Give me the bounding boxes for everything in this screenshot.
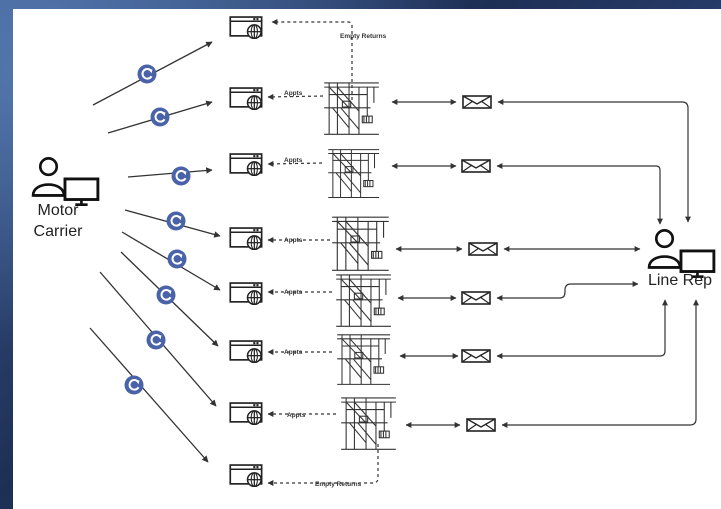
- terminal-crane-icons: [323, 82, 397, 450]
- motor-carrier-actor: Motor Carrier: [31, 156, 100, 240]
- cycle-badges: [124, 64, 191, 395]
- message-icons: [461, 95, 498, 432]
- portal-globe-icon: [229, 402, 263, 425]
- cycle-icon: [146, 330, 166, 350]
- empty-returns-top-label: Empty Returns: [340, 33, 387, 40]
- empty-returns-routes: [267, 19, 379, 486]
- envelope-icon: [461, 159, 491, 173]
- appts-label: Appts: [284, 237, 303, 244]
- appts-labels: Appts Appts Appts Appts Appts Appts: [284, 90, 306, 419]
- terminal-crane-icon: [336, 334, 391, 386]
- cycle-icon: [166, 211, 186, 231]
- portal-globe-icon: [229, 227, 263, 250]
- portal-globe-icon: [229, 340, 263, 363]
- motor-carrier-user-icon: [31, 156, 100, 206]
- envelope-icon: [466, 418, 496, 432]
- line-rep-label: Line Rep: [648, 272, 712, 289]
- envelope-icon: [461, 291, 491, 305]
- terminal-crane-icon: [335, 274, 392, 327]
- line-rep-actor: Line Rep: [647, 228, 716, 289]
- portal-globe-icon: [229, 153, 263, 176]
- carrier-arrows: [89, 41, 221, 463]
- appts-label: Appts: [287, 412, 306, 419]
- cycle-icon: [167, 249, 187, 269]
- portal-globe-icon: [229, 282, 263, 305]
- terminal-message-arrows: [391, 99, 463, 428]
- appts-label: Appts: [284, 289, 303, 296]
- appts-arrows: [267, 93, 336, 417]
- motor-carrier-label-line2: Carrier: [34, 223, 84, 240]
- portal-icons: [229, 16, 263, 487]
- cycle-icon: [171, 166, 191, 186]
- carrier-arrow-8: [89, 327, 209, 463]
- terminal-crane-icon: [331, 216, 390, 271]
- envelope-icon: [468, 242, 498, 256]
- terminal-crane-icon: [340, 397, 397, 450]
- terminal-crane-icon: [323, 82, 380, 135]
- motor-carrier-label-line1: Motor: [38, 202, 80, 219]
- carrier-arrow-3: [127, 167, 213, 178]
- portal-globe-icon: [229, 16, 263, 39]
- cycle-icon: [137, 64, 157, 84]
- cycle-icon: [150, 107, 170, 127]
- message-linerep-arrows: [496, 99, 699, 428]
- portal-globe-icon: [229, 87, 263, 110]
- line-rep-user-icon: [647, 228, 716, 278]
- empty-returns-bottom-label: Empty Returns: [315, 481, 362, 488]
- portal-globe-icon: [229, 464, 263, 487]
- envelope-icon: [461, 349, 491, 363]
- appts-label: Appts: [284, 90, 303, 97]
- cycle-icon: [156, 285, 176, 305]
- terminal-crane-icon: [327, 148, 380, 199]
- appts-label: Appts: [284, 349, 303, 356]
- cycle-icon: [124, 375, 144, 395]
- appts-label: Appts: [284, 157, 303, 164]
- envelope-icon: [462, 95, 492, 109]
